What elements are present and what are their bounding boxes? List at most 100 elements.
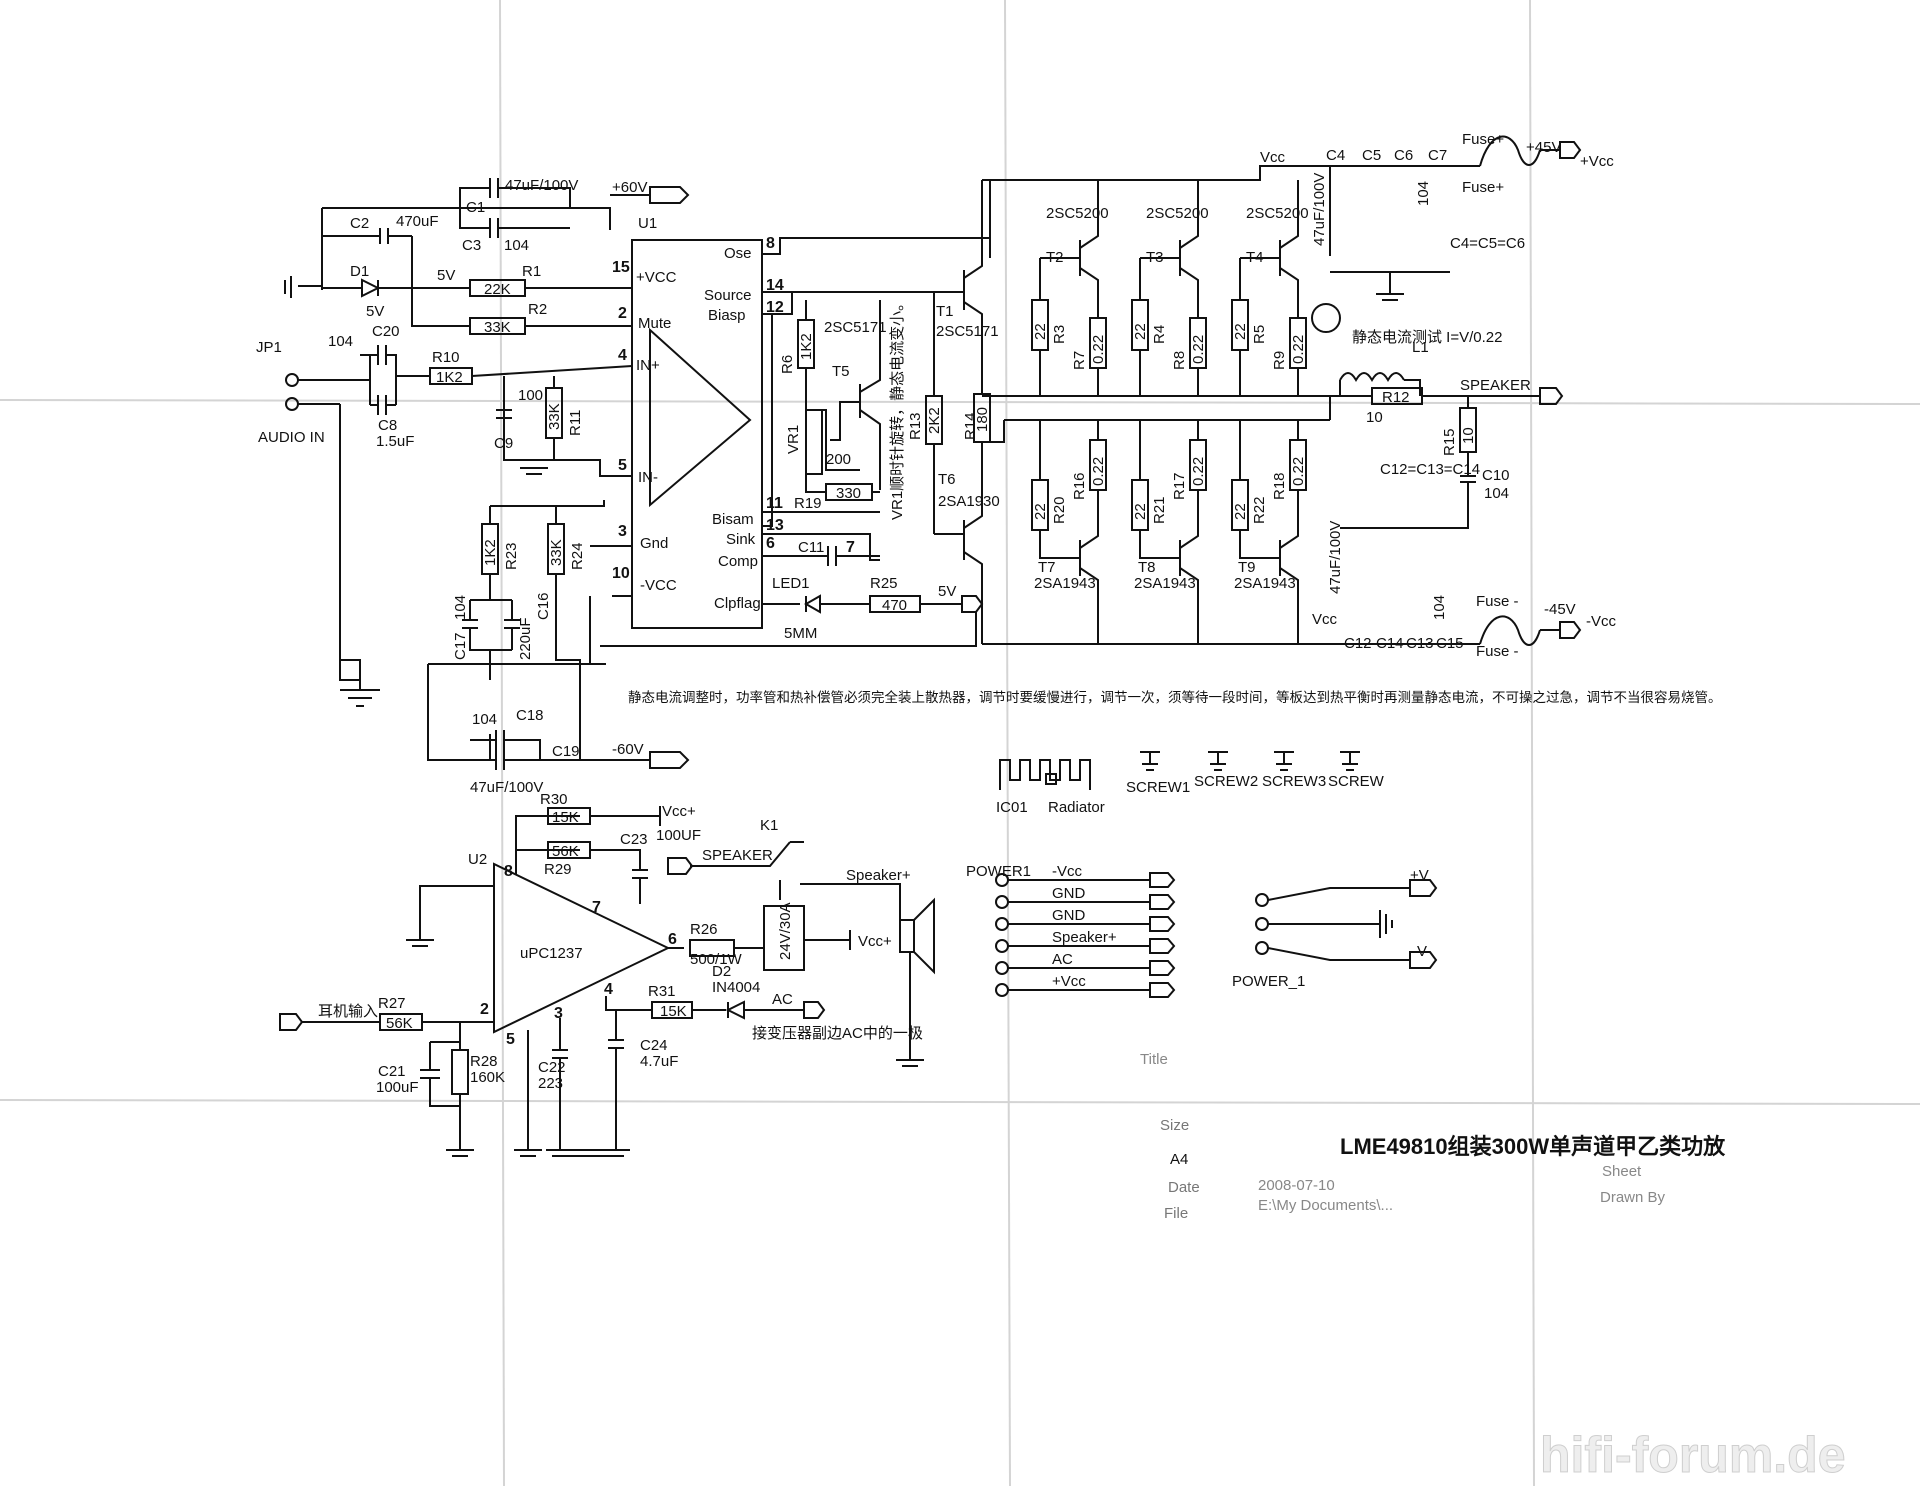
power-1-label: POWER_1 [1232,973,1305,990]
screw-icons [1140,751,1360,771]
t1-label: T1 [936,303,954,320]
pos60-net: +60V [612,179,647,196]
wire-segment [830,401,860,441]
u2-amp-symbol [493,862,671,1034]
radiator-icon [999,759,1091,790]
emitter-resistor-value: 0.22 [1190,457,1207,486]
c12-label: C12 [1344,635,1372,652]
r28-label: R28 [470,1053,498,1070]
title-block: Title Size A4 Date File 2008-07-10 E:\My… [1140,1051,1726,1222]
wire-segment [1140,751,1160,771]
power1-pin [995,917,1009,931]
c18-label: C18 [516,707,544,724]
tb-field-title: Title [1140,1051,1168,1068]
base-resistor-value: 22 [1132,503,1149,520]
emitter-resistor-label: R7 [1071,351,1088,370]
u2-pin3: 3 [554,1005,563,1022]
base-resistor-value: 22 [1232,323,1249,340]
speaker-port [1539,387,1564,405]
c8-value: 1.5uF [376,433,414,450]
r28-value: 160K [470,1069,505,1086]
wire-segment [762,533,880,561]
v45neg-port [1559,621,1582,639]
c2-value: 470uF [396,213,439,230]
emitter-resistor-value: 0.22 [1290,457,1307,486]
npn-emitter [1179,267,1199,300]
power1-label: POWER1 [966,863,1031,880]
wire-segment [1255,917,1269,931]
r10-label: R10 [432,349,460,366]
u1-mute: Mute [638,315,671,332]
u1-pin4: 4 [618,347,627,364]
power1-pin-label: GND [1052,885,1086,902]
r27-value: 56K [386,1015,413,1032]
screw2-label: SCREW2 [1194,773,1258,790]
npn-collector [1279,180,1299,249]
base-resistor-label: R5 [1251,325,1268,344]
d1-label: D1 [350,263,369,280]
t5-label: T5 [832,363,850,380]
power1-port [1149,982,1176,998]
pnp-type-label: 2SA1943 [1034,575,1096,592]
screw3-label: SCREW3 [1262,773,1326,790]
v-pos-net: +V [1410,867,1429,884]
c4-label: C4 [1326,147,1345,164]
power1-port [1149,894,1176,910]
power1-pin [995,983,1009,997]
r1-value: 22K [484,281,511,298]
pnp-emitter [1279,490,1299,549]
power1-pin-label: AC [1052,951,1073,968]
ic01-label: IC01 [996,799,1028,816]
speaker-plus-net: Speaker+ [846,867,911,884]
ammeter-icon [1311,303,1341,333]
l1-inductor [1339,372,1405,383]
power1-port [1149,916,1176,932]
t6-type: 2SA1930 [938,493,1000,510]
c2-label: C2 [350,215,369,232]
tb-field-sheet: Sheet [1602,1163,1642,1180]
base-resistor-value: 22 [1132,323,1149,340]
vcc-bot-net: Vcc [1312,611,1338,628]
u1-pin7: 7 [846,539,855,556]
wire-segment [0,1099,1920,1105]
ac-net: AC [772,991,793,1008]
r14-label: R14 [962,412,979,440]
power-connectors: POWER1 POWER_1 +V -V -VccGNDGNDSpeaker+A… [966,863,1438,998]
wire-segment [762,314,773,527]
c15-value: 104 [1431,595,1448,620]
emitter-resistor-value: 0.22 [1090,335,1107,364]
power1-pin-label: GND [1052,907,1086,924]
r26-label: R26 [690,921,718,938]
r25-label: R25 [870,575,898,592]
bias-section: 1K2 R6 2SC5171 T5 VR1 200 330 R19 VR1顺时针… [600,296,984,647]
wire-segment [1239,530,1280,559]
u2-pin4: 4 [604,981,613,998]
c6-label: C6 [1394,147,1413,164]
radiator-label: Radiator [1048,799,1105,816]
c4-eq: C4=C5=C6 [1450,235,1525,252]
led1-diode [803,594,821,614]
c3-label: C3 [462,237,481,254]
pnp-type-label: 2SA1943 [1234,575,1296,592]
u1-in-neg: IN- [638,469,658,486]
base-resistor-label: R21 [1151,496,1168,524]
wire-segment [605,996,652,1011]
wire-segment [963,180,983,279]
wire-segment [1004,0,1011,1487]
u1-pin15: 15 [612,259,630,276]
emitter-resistor-label: R8 [1171,351,1188,370]
t5-type: 2SC5171 [824,319,887,336]
r11-label: R11 [567,410,584,436]
c17-label: C17 [452,632,469,660]
power1-port [1149,872,1176,888]
u1-pin8: 8 [766,235,775,252]
wire-segment [339,404,360,681]
fuse-neg-2: Fuse - [1476,643,1519,660]
r15-value: 10 [1460,427,1477,444]
led1-label: LED1 [772,575,810,592]
protection-section: U2 uPC1237 6 2 3 4 5 7 8 15K R30 56K R29… [279,791,935,1157]
c7-value: 104 [1415,181,1432,206]
